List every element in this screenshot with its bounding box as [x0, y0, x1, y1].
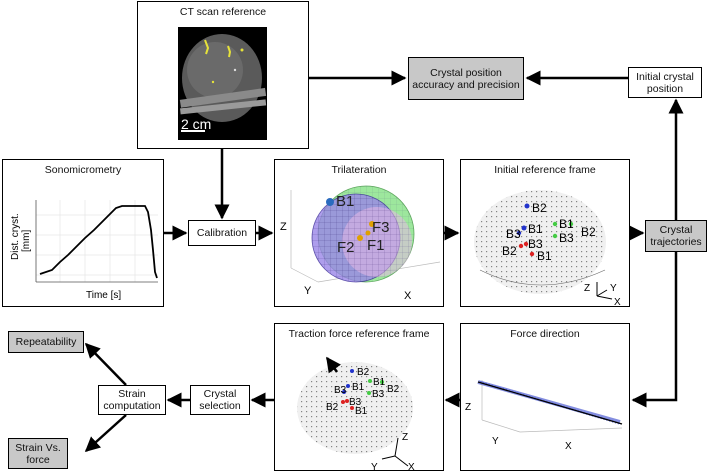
traction-b3-blue: B3	[334, 385, 347, 396]
force-axis-y: Y	[492, 436, 499, 447]
traction-b1-blue: B1	[352, 382, 365, 393]
irf-b3-green: B3	[559, 231, 574, 245]
ct-scan-image	[178, 27, 267, 140]
force-direction-panel: Force direction	[460, 323, 630, 471]
trilateration-title: Trilateration	[331, 164, 387, 176]
sono-ylabel-2: [mm]	[21, 230, 32, 252]
initial-position-box: Initial crystal position	[628, 67, 702, 98]
traction-force-title: Traction force reference frame	[288, 328, 430, 340]
flow-arrows	[84, 70, 684, 453]
irf-b1-blue: B1	[528, 222, 543, 236]
traction-b3-red: B3	[349, 397, 362, 408]
traction-b1-red: B1	[355, 406, 368, 417]
repeatability-box: Repeatability	[8, 331, 84, 353]
tri-f1: F1	[367, 237, 385, 254]
sono-ylabel-1: Dist. cryst.	[10, 213, 21, 260]
initial-reference-frame-title: Initial reference frame	[494, 164, 596, 176]
irf-b2-green: B2	[581, 225, 596, 239]
tri-f2: F2	[337, 239, 355, 256]
force-direction-title: Force direction	[510, 328, 580, 340]
irf-b2-red: B2	[502, 244, 517, 258]
tri-b1: B1	[336, 193, 354, 210]
selection-box: Crystal selection	[190, 385, 250, 415]
sono-chart	[35, 200, 158, 283]
trilateration-spheres	[290, 185, 441, 283]
arrow-strain-to-force	[84, 414, 127, 453]
irf-b1-red: B1	[537, 249, 552, 263]
calibration-box: Calibration	[188, 220, 256, 246]
force-axis-x: X	[565, 441, 572, 452]
tri-axis-z: Z	[280, 221, 287, 233]
ct-scan-title: CT scan reference	[179, 6, 267, 18]
traction-b1-green: B1	[373, 377, 386, 388]
arrow-trajectories-to-force	[631, 252, 678, 408]
irf-axis-y: Y	[610, 283, 617, 294]
traction-axis-x: X	[408, 462, 415, 473]
irf-brain	[474, 190, 613, 300]
irf-axis-z: Z	[584, 283, 590, 294]
irf-b3-red: B3	[528, 237, 543, 251]
trajectories-box: Crystal trajectories	[645, 220, 707, 252]
traction-brain	[297, 362, 413, 467]
traction-b2-red: B2	[326, 402, 339, 413]
traction-b3-green: B3	[372, 389, 385, 400]
irf-b3-blue: B3	[506, 227, 521, 241]
sono-trace	[39, 205, 158, 279]
irf-b1-green: B1	[559, 217, 574, 231]
strain-force-box: Strain Vs. force	[8, 438, 68, 469]
sono-xlabel: Time [s]	[86, 290, 121, 301]
traction-axis-y: Y	[371, 462, 378, 473]
force-plot	[477, 380, 623, 433]
traction-b2-blue: B2	[357, 367, 370, 378]
ct-scale-label: 2 cm	[181, 116, 211, 132]
tri-axis-y: Y	[304, 285, 312, 297]
arrow-traction-force-vector	[325, 356, 341, 374]
strain-computation-box: Strain computation	[98, 385, 166, 415]
sonomicrometry-title: Sonomicrometry	[44, 164, 122, 176]
irf-b2-blue: B2	[532, 201, 547, 215]
traction-b2-green: B2	[387, 384, 400, 395]
tri-f3: F3	[372, 219, 390, 236]
arrow-strain-to-repeatability	[84, 342, 127, 386]
irf-axis-x: X	[614, 297, 621, 308]
accuracy-box: Crystal position accuracy and precision	[408, 57, 524, 100]
force-axis-z: Z	[465, 402, 471, 413]
tri-axis-x: X	[404, 290, 412, 302]
traction-axis-z: Z	[402, 432, 408, 443]
